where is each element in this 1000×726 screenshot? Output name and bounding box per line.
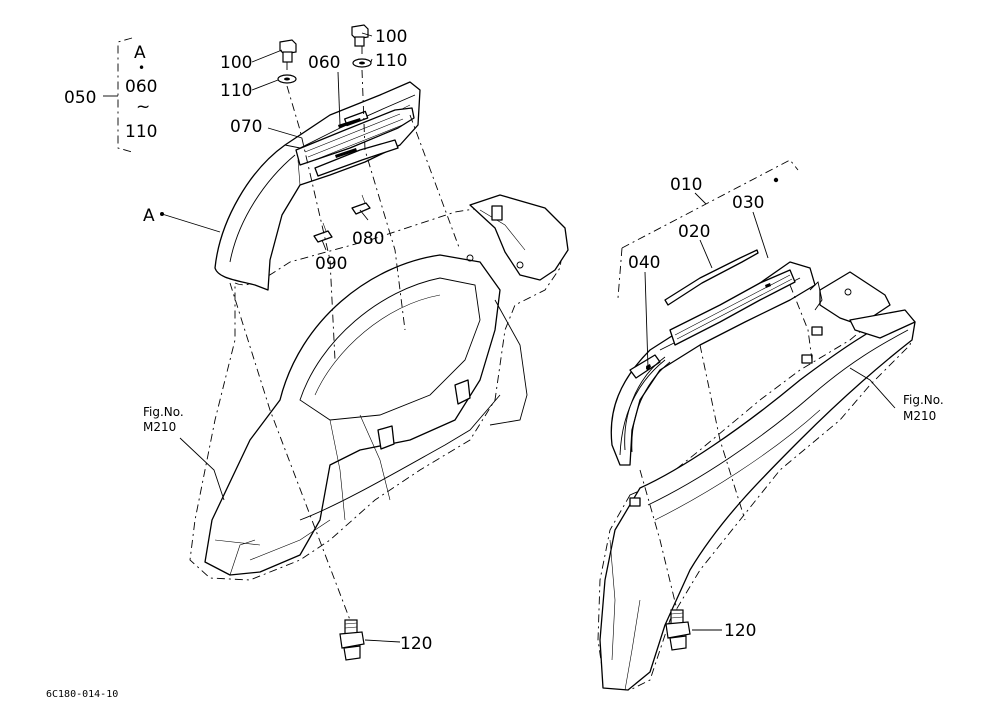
label-group-dot: • — [138, 61, 145, 75]
label-group-mid: 060 — [125, 77, 157, 97]
left-fender-assembly — [189, 24, 569, 661]
bolt-100-right — [351, 24, 369, 47]
left-fender-shell — [204, 254, 501, 576]
label-120-right: 120 — [724, 621, 756, 641]
fig-ref-left-2: M210 — [143, 420, 176, 434]
label-060: 060 — [308, 53, 340, 73]
label-090: 090 — [315, 254, 347, 274]
label-070: 070 — [230, 117, 262, 137]
bolt-120-left — [339, 619, 365, 661]
clip-090 — [313, 230, 333, 243]
group-bracket-050 — [103, 37, 133, 153]
label-group-bot: 110 — [125, 122, 157, 142]
right-fender-assembly — [597, 249, 916, 691]
bolt-120-right — [665, 609, 691, 651]
fig-ref-right-1: Fig.No. — [903, 393, 944, 407]
fig-ref-left-1: Fig.No. — [143, 405, 184, 419]
label-120-left: 120 — [400, 634, 432, 654]
label-020: 020 — [678, 222, 710, 242]
label-030: 030 — [732, 193, 764, 213]
group-bracket-010 — [617, 159, 799, 299]
label-010: 010 — [670, 175, 702, 195]
label-100-right: 100 — [375, 27, 407, 47]
label-group-tilde: ~ — [136, 97, 150, 117]
label-040: 040 — [628, 253, 660, 273]
label-A: A — [143, 206, 155, 226]
label-080: 080 — [352, 229, 384, 249]
fig-ref-right-2: M210 — [903, 409, 936, 423]
clip-080 — [351, 202, 371, 215]
label-110-left: 110 — [220, 81, 252, 101]
label-110-right: 110 — [375, 51, 407, 71]
label-100-left: 100 — [220, 53, 252, 73]
bolt-100-left — [279, 39, 297, 63]
label-group-top: A — [134, 43, 146, 63]
leader-lines — [160, 32, 896, 643]
strip-020 — [664, 249, 759, 306]
doc-code: 6C180-014-10 — [46, 689, 118, 700]
label-050: 050 — [64, 88, 96, 108]
part-labels: A • 060 ~ 110 050 100 110 100 110 060 07… — [46, 27, 944, 700]
